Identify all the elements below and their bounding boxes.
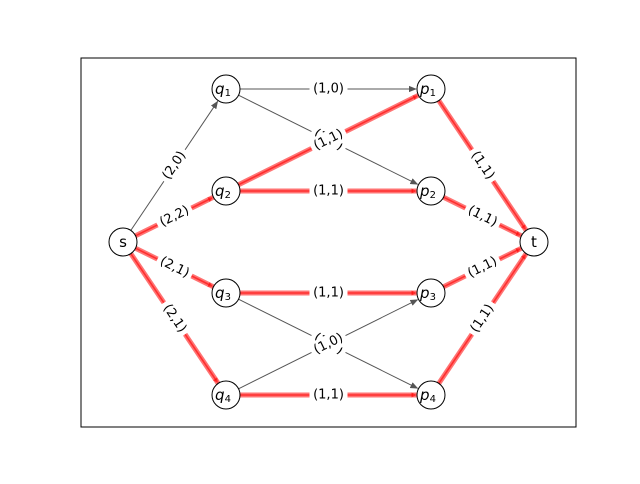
node-label-sub: 2 bbox=[225, 190, 231, 201]
node-label: p4 bbox=[419, 386, 436, 405]
edge-label-q2-p2: (1,1) bbox=[309, 182, 348, 200]
node-q4: q4 bbox=[211, 380, 241, 410]
edge-label-bg bbox=[153, 200, 196, 233]
node-label-main: s bbox=[119, 233, 127, 251]
node-label-main: p bbox=[419, 284, 430, 302]
node-s: s bbox=[108, 227, 138, 257]
node-p2: p2 bbox=[416, 176, 446, 206]
node-label-sub: 2 bbox=[430, 190, 436, 201]
edge-label-bg bbox=[309, 284, 348, 302]
node-label: q1 bbox=[215, 80, 231, 99]
node-p4: p4 bbox=[416, 380, 446, 410]
edge-label-s-q3: (2,1) bbox=[153, 251, 196, 284]
node-label-main: q bbox=[215, 284, 225, 302]
node-label-main: p bbox=[419, 80, 430, 98]
node-label-sub: 4 bbox=[430, 394, 436, 405]
node-label-main: q bbox=[215, 386, 225, 404]
edge-label-bg bbox=[156, 144, 193, 187]
edge-label-bg bbox=[307, 123, 350, 157]
node-label-sub: 1 bbox=[225, 88, 231, 99]
edge-label-bg bbox=[461, 200, 504, 233]
node-label: p1 bbox=[419, 80, 436, 99]
node-circle bbox=[416, 176, 446, 206]
edge-label-bg bbox=[309, 80, 348, 98]
node-label: t bbox=[531, 233, 537, 251]
edge-label-bg bbox=[156, 297, 193, 340]
node-circle bbox=[211, 278, 241, 308]
node-label-main: q bbox=[215, 182, 225, 200]
node-circle bbox=[416, 380, 446, 410]
node-circle bbox=[211, 74, 241, 104]
node-label: s bbox=[119, 233, 127, 251]
edge-label-q1-p1: (1,0) bbox=[309, 80, 348, 98]
edge-label-bg bbox=[309, 182, 348, 200]
node-p1: p1 bbox=[416, 74, 446, 104]
edge-label-q4-p4: (1,1) bbox=[309, 386, 348, 404]
node-circle bbox=[211, 380, 241, 410]
node-q2: q2 bbox=[211, 176, 241, 206]
node-circle bbox=[108, 227, 138, 257]
node-label-sub: 3 bbox=[430, 292, 436, 303]
node-circle bbox=[416, 278, 446, 308]
edge-label-bg bbox=[461, 251, 504, 284]
node-q1: q1 bbox=[211, 74, 241, 104]
node-p3: p3 bbox=[416, 278, 446, 308]
edge-label-q3-p3: (1,1) bbox=[309, 284, 348, 302]
node-label-sub: 1 bbox=[430, 88, 436, 99]
node-circle bbox=[519, 227, 549, 257]
edge-label-p3-t: (1,1) bbox=[461, 251, 504, 284]
node-circle bbox=[416, 74, 446, 104]
edge-label-text: (1,0) bbox=[313, 82, 344, 97]
node-label: q2 bbox=[215, 182, 231, 201]
edge-label-text: (1,1) bbox=[313, 286, 344, 301]
edge-label-bg bbox=[464, 297, 501, 340]
node-label-sub: 4 bbox=[225, 394, 231, 405]
node-label-main: p bbox=[419, 182, 430, 200]
edge-label-s-q1: (2,0) bbox=[156, 144, 193, 187]
plot-frame bbox=[80, 57, 577, 428]
node-label: q3 bbox=[215, 284, 231, 303]
node-label-main: p bbox=[419, 386, 430, 404]
node-label-main: t bbox=[531, 233, 537, 251]
edge-label-s-q2: (2,2) bbox=[153, 200, 196, 233]
node-label-sub: 3 bbox=[225, 292, 231, 303]
edge-label-bg bbox=[307, 327, 350, 361]
node-circle bbox=[211, 176, 241, 206]
edge-label-text: (1,1) bbox=[313, 388, 344, 403]
edge-label-bg bbox=[153, 251, 196, 284]
edge-label-bg bbox=[464, 144, 501, 187]
node-label: p3 bbox=[419, 284, 436, 303]
edge-labels-layer: (2,0)(1,0)(1,0)(1,0)(1,0)(2,2)(2,1)(2,1)… bbox=[153, 80, 504, 404]
edge-label-bg bbox=[309, 386, 348, 404]
node-label: q4 bbox=[215, 386, 231, 405]
node-q3: q3 bbox=[211, 278, 241, 308]
node-label: p2 bbox=[419, 182, 436, 201]
node-t: t bbox=[519, 227, 549, 257]
edge-label-p2-t: (1,1) bbox=[461, 200, 504, 233]
node-label-main: q bbox=[215, 80, 225, 98]
edge-label-text: (1,1) bbox=[313, 184, 344, 199]
